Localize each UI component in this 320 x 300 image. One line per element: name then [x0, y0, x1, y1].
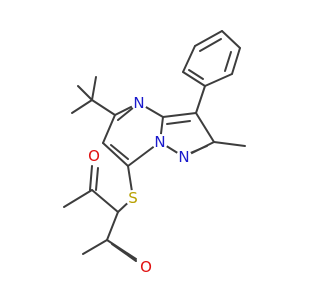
svg-text:N: N [178, 148, 189, 166]
atom-n3: N [176, 148, 192, 166]
svg-text:O: O [140, 258, 152, 276]
atom-n1: N [131, 94, 147, 112]
svg-text:N: N [133, 94, 144, 112]
atom-s: S [125, 189, 141, 207]
atom-o2: O [138, 258, 154, 276]
atom-labels: N N N S O O [86, 94, 192, 276]
molecule-structure: N N N S O O [63, 30, 246, 276]
atom-n2: N [152, 133, 168, 151]
svg-text:N: N [154, 133, 165, 151]
svg-text:S: S [128, 189, 138, 207]
svg-text:O: O [88, 147, 100, 165]
atom-o1: O [86, 147, 102, 165]
